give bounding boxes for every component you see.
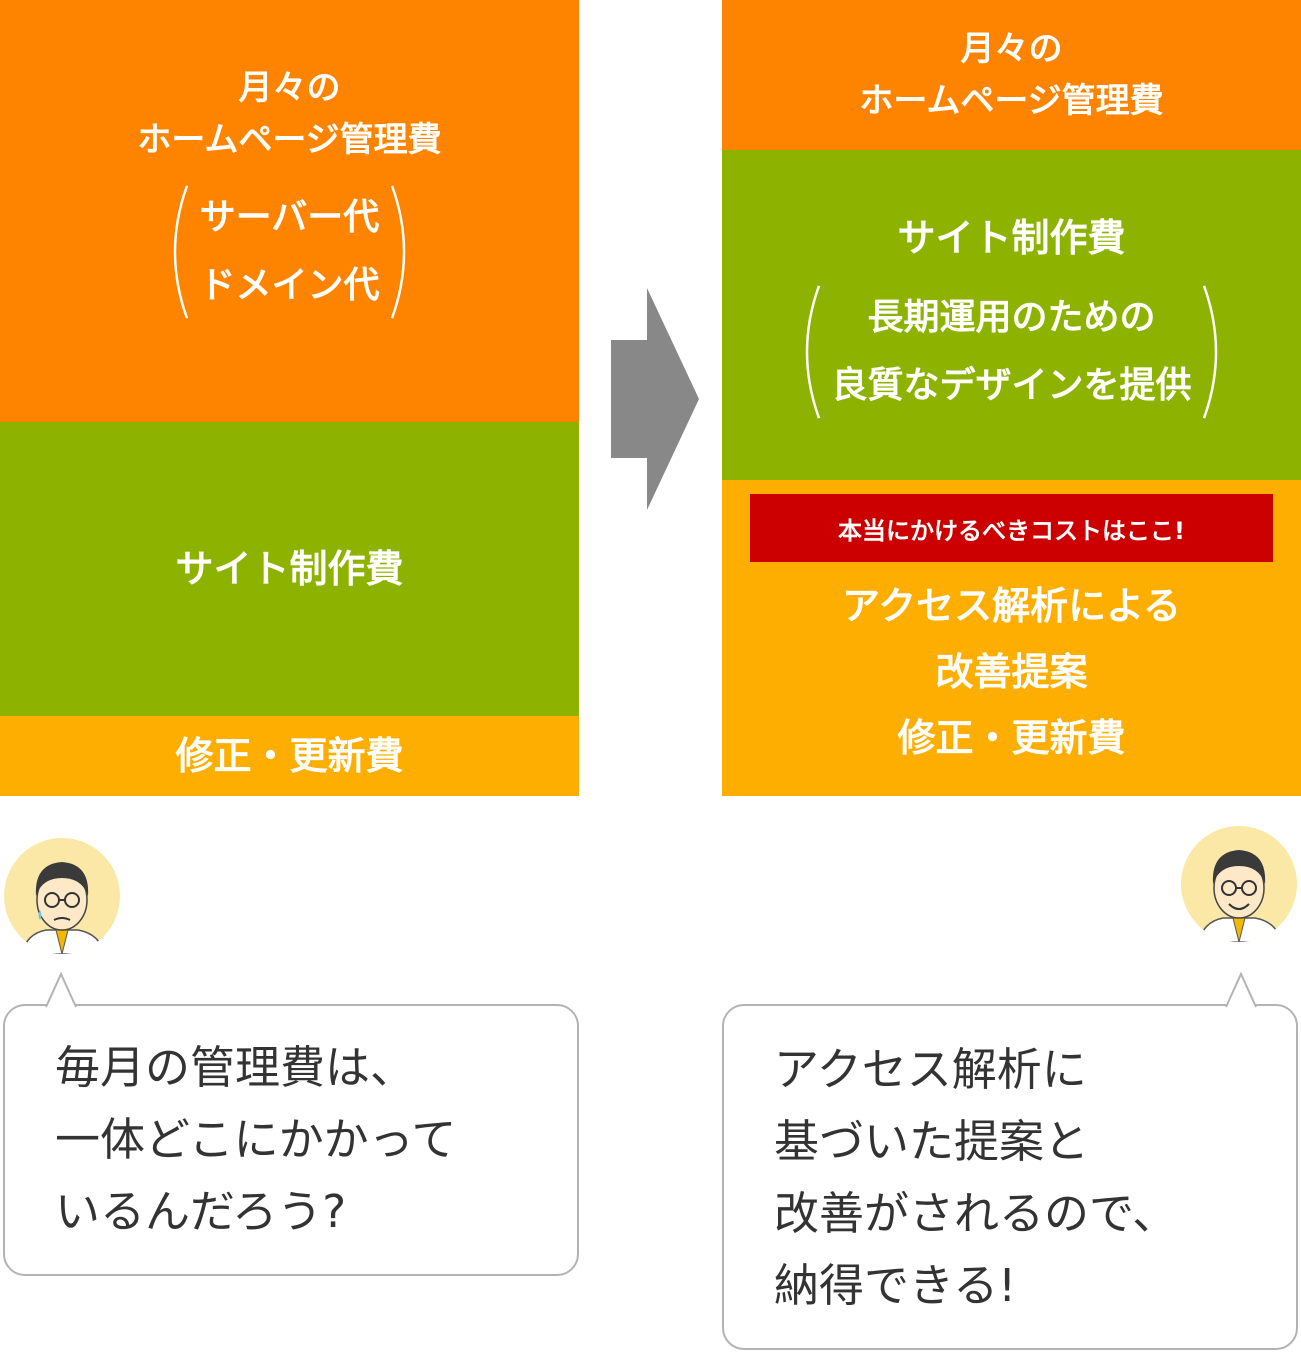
left-paren-icon: [806, 285, 821, 419]
right-site-item-line1: 長期運用のための: [867, 297, 1156, 338]
right-improvement-text: アクセス解析による 改善提案 修正・更新費: [722, 572, 1301, 772]
right-paren-icon: [1202, 285, 1217, 419]
right-site-item-line2: 良質なデザインを提供: [831, 365, 1192, 406]
left-bubble-tail-icon: [45, 972, 77, 1008]
left-bubble-line1: 毎月の管理費は、: [55, 1041, 416, 1094]
right-monthly-cost-block: 月々の ホームページ管理費: [722, 0, 1301, 150]
left-site-cost-block: サイト制作費: [0, 422, 579, 716]
right-bubble-tail-icon: [1225, 972, 1257, 1008]
worried-man-avatar-icon: [4, 838, 120, 954]
right-bubble-line3: 改善がされるので、: [774, 1187, 1178, 1240]
smiling-man-avatar-icon: [1181, 826, 1297, 942]
improvement-line1: アクセス解析による: [842, 584, 1181, 628]
left-site-cost-label: サイト制作費: [175, 547, 404, 591]
right-improvement-block: 本当にかけるべきコストはここ! アクセス解析による 改善提案 修正・更新費: [722, 480, 1301, 796]
left-monthly-title-line1: 月々の: [238, 68, 341, 108]
left-monthly-item-server: サーバー代: [199, 197, 380, 238]
right-speech-bubble: アクセス解析に 基づいた提案と 改善がされるので、 納得できる!: [722, 1004, 1298, 1350]
right-bubble-line1: アクセス解析に: [774, 1043, 1087, 1096]
right-monthly-title-line2: ホームページ管理費: [859, 81, 1164, 121]
right-bubble-line4: 納得できる!: [774, 1259, 1017, 1312]
right-site-cost-label: サイト制作費: [897, 216, 1126, 260]
improvement-line3: 修正・更新費: [897, 716, 1126, 760]
left-bubble-line2: 一体どこにかかって: [55, 1113, 457, 1166]
left-monthly-cost-block: 月々の ホームページ管理費 サーバー代 ドメイン代: [0, 0, 579, 422]
right-bubble-line2: 基づいた提案と: [774, 1115, 1090, 1168]
right-paren-icon: [390, 185, 405, 319]
highlight-cost-label: 本当にかけるべきコストはここ!: [750, 494, 1273, 562]
left-update-cost-label: 修正・更新費: [175, 734, 404, 778]
right-site-cost-block: サイト制作費 長期運用のための 良質なデザインを提供: [722, 150, 1301, 480]
left-paren-icon: [174, 185, 189, 319]
left-speech-bubble: 毎月の管理費は、 一体どこにかかって いるんだろう?: [3, 1004, 579, 1276]
right-arrow-icon: [611, 288, 699, 510]
right-monthly-title-line1: 月々の: [960, 29, 1063, 69]
left-monthly-title-line2: ホームページ管理費: [137, 120, 442, 160]
left-monthly-item-domain: ドメイン代: [199, 265, 380, 306]
left-bubble-line3: いるんだろう?: [55, 1185, 347, 1238]
left-update-cost-block: 修正・更新費: [0, 716, 579, 796]
improvement-line2: 改善提案: [935, 650, 1088, 694]
